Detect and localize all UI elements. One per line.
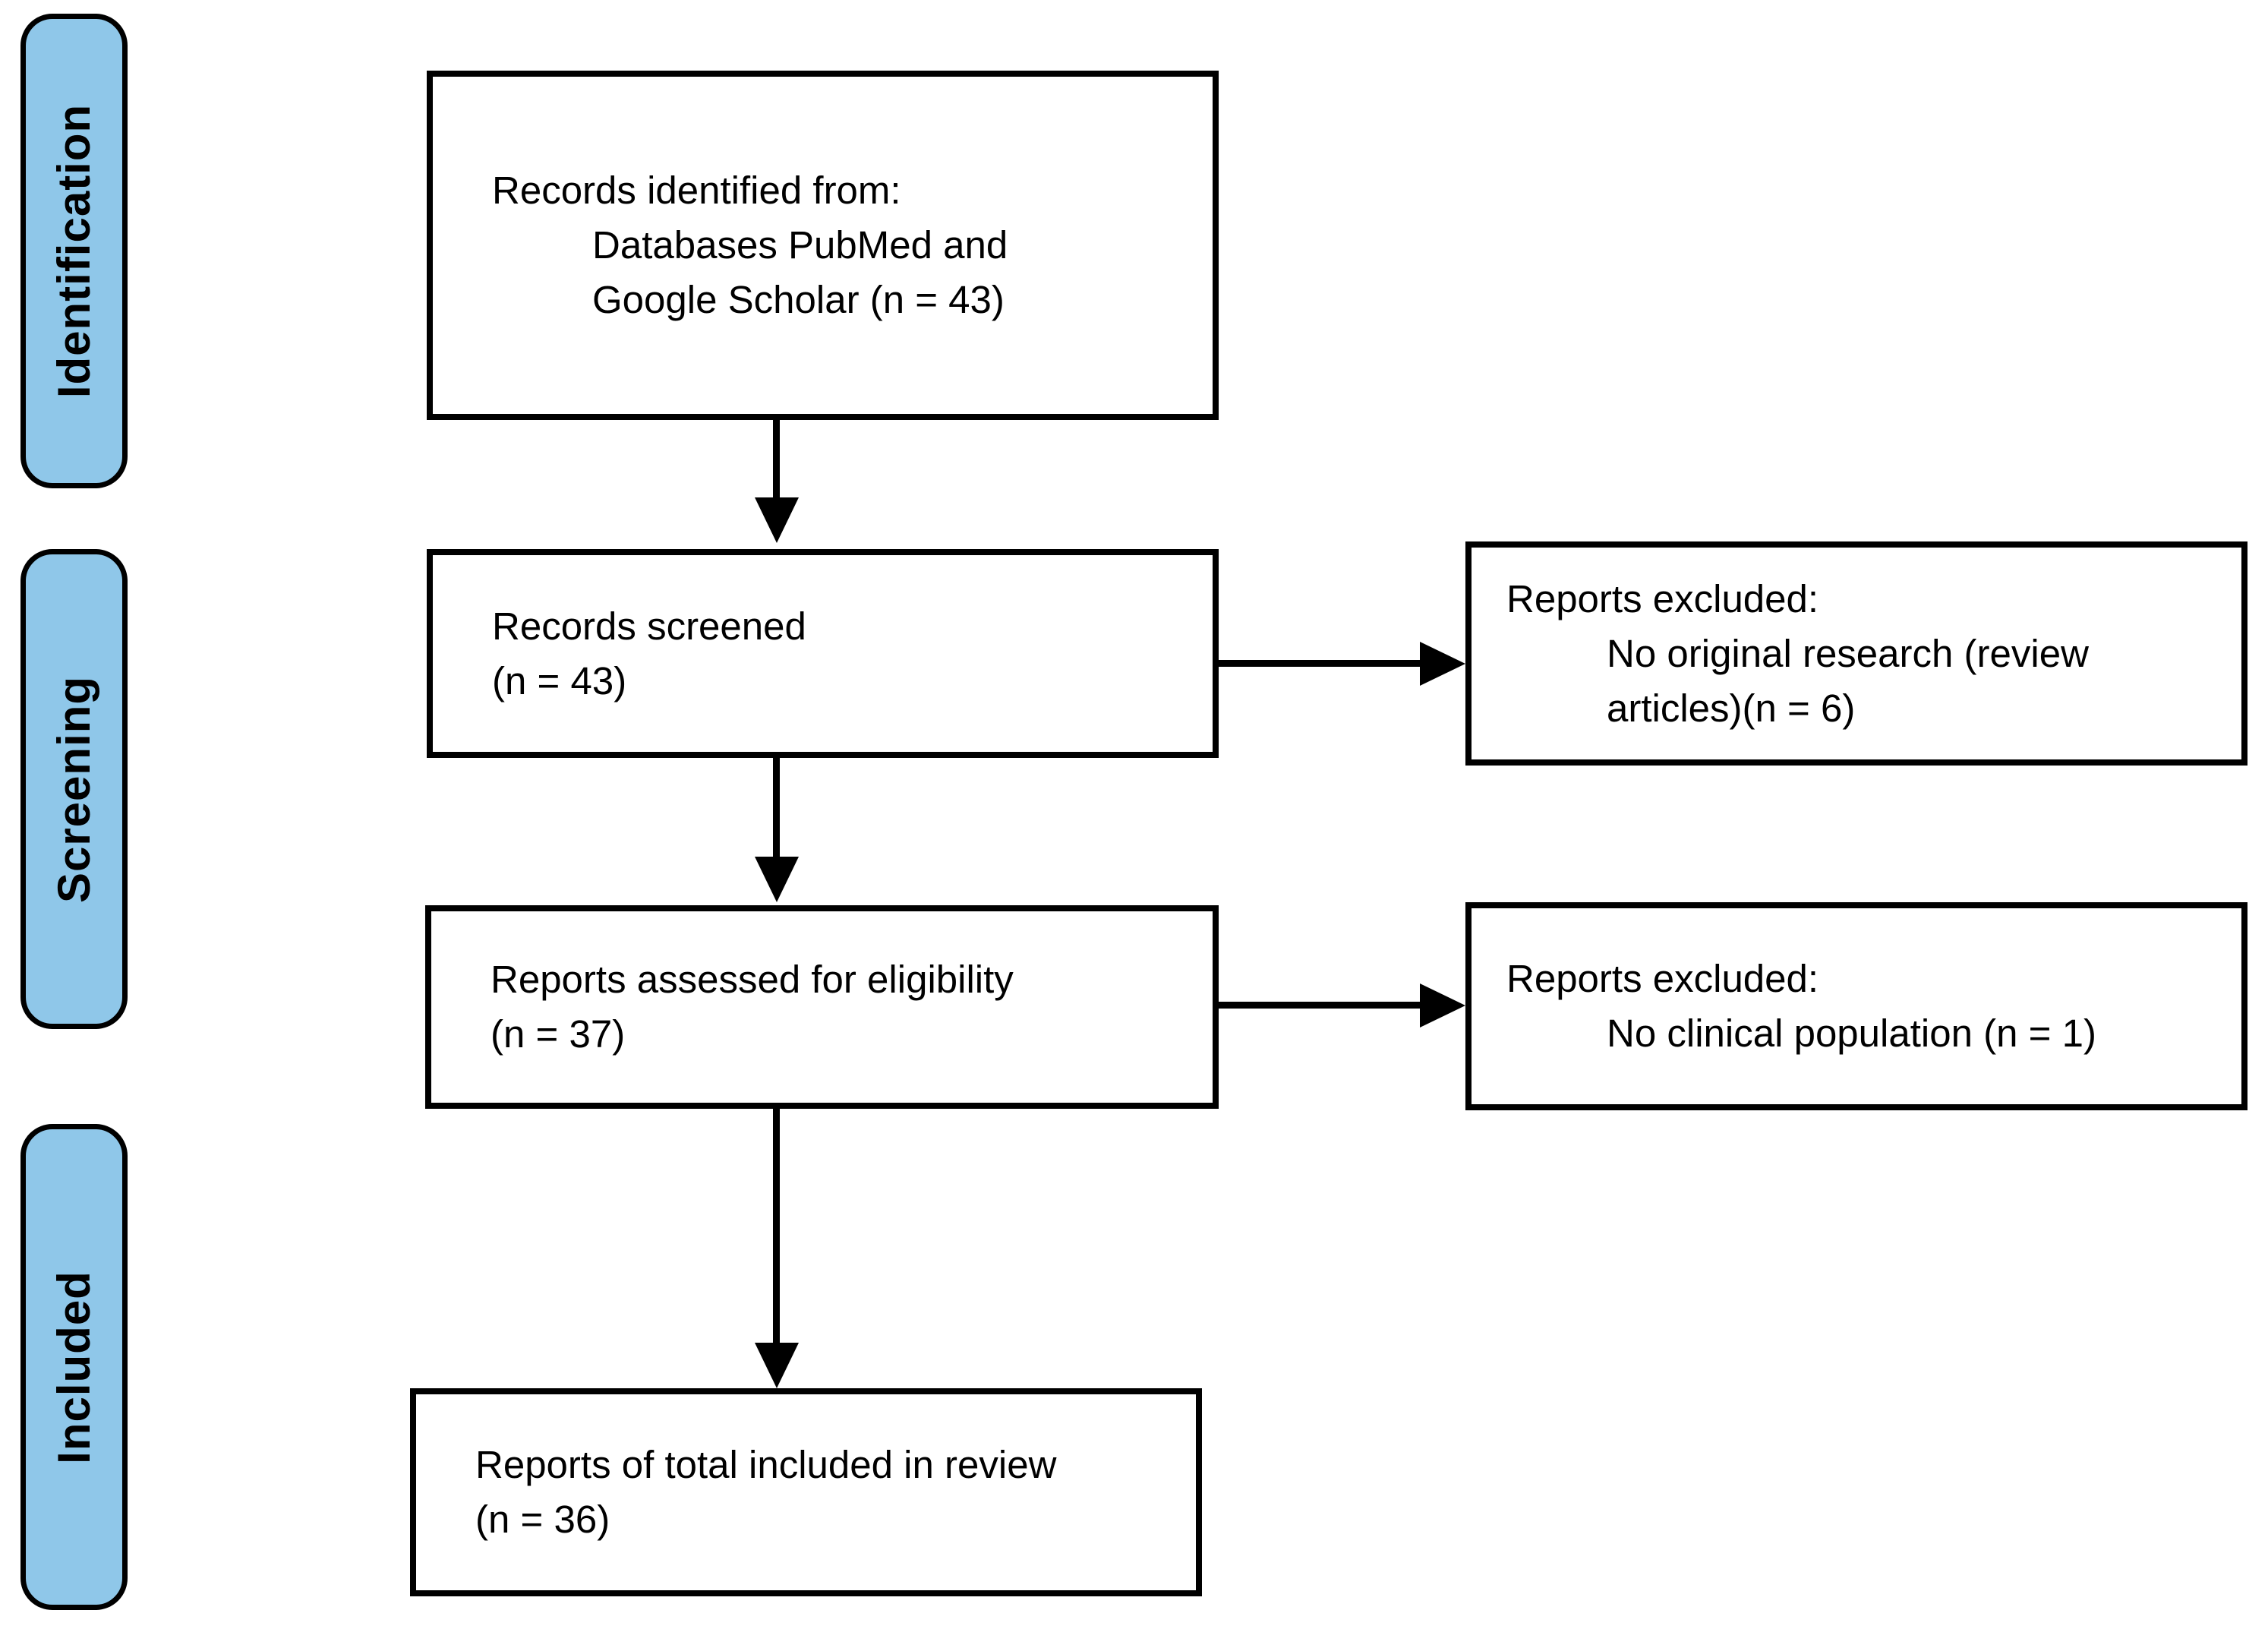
reports-excluded-screening-line: Reports excluded: [1506,576,1819,620]
reports-assessed-box: Reports assessed for eligibility (n = 37… [425,905,1219,1109]
reports-excluded-screening-box: Reports excluded: No original research (… [1465,541,2247,766]
records-identified-box: Records identified from: Databases PubMe… [427,71,1219,420]
records-screened-box: Records screened (n = 43) [427,549,1219,758]
stage-screening-label: Screening [49,675,100,903]
records-identified-line: Databases PubMed and [592,223,1008,267]
arrow-assessed-to-included [773,1109,780,1344]
arrow-assessed-to-excluded [1219,1002,1421,1009]
reports-assessed-line: Reports assessed for eligibility [491,958,1014,1001]
stage-identification-label: Identification [49,103,99,399]
reports-excluded-screening-line: articles)(n = 6) [1607,686,1856,730]
arrow-screened-to-assessed [773,758,780,858]
records-screened-line: (n = 43) [492,658,627,702]
stage-included: Included [21,1124,128,1610]
stage-identification: Identification [21,14,128,488]
reports-excluded-screening-line: No original research (review [1607,631,2089,675]
records-identified-line: Google Scholar (n = 43) [592,278,1005,321]
reports-excluded-eligibility-line: Reports excluded: [1506,957,1819,1000]
records-identified-line: Records identified from: [492,169,901,212]
reports-included-box: Reports of total included in review (n =… [410,1388,1202,1596]
reports-excluded-eligibility-box: Reports excluded: No clinical population… [1465,902,2247,1110]
records-screened-line: Records screened [492,604,806,648]
reports-included-line: (n = 36) [475,1498,610,1541]
reports-excluded-eligibility-line: No clinical population (n = 1) [1607,1012,2096,1055]
arrow-screened-to-excluded [1219,660,1421,667]
stage-screening: Screening [21,549,128,1029]
reports-included-line: Reports of total included in review [475,1443,1057,1486]
stage-included-label: Included [49,1270,99,1464]
reports-assessed-line: (n = 37) [491,1012,626,1056]
arrow-identified-to-screened [773,420,780,499]
